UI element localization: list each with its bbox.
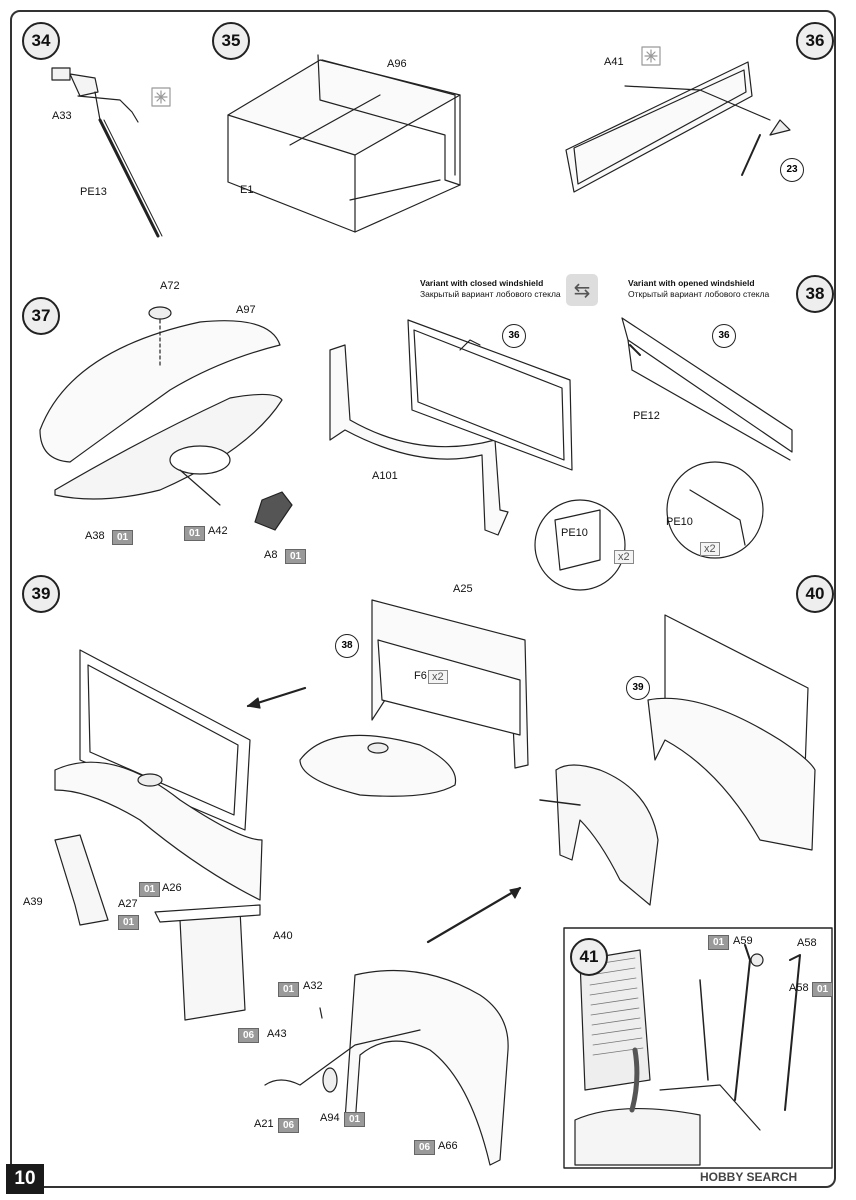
step-40-drawing xyxy=(426,614,816,944)
part-a26: A26 xyxy=(162,882,182,894)
part-pe12: PE12 xyxy=(633,410,660,422)
step-38-opened-drawing xyxy=(621,317,793,559)
bottom-panel-drawing xyxy=(264,969,509,1166)
color-code-a94: 01 xyxy=(344,1112,366,1127)
color-code-a59: 01 xyxy=(708,935,730,950)
part-a96: A96 xyxy=(387,58,407,70)
color-code-a8: 01 xyxy=(285,549,307,564)
color-code-a27: 01 xyxy=(139,882,161,897)
color-code-a42: 01 xyxy=(184,526,206,541)
part-a42: A42 xyxy=(208,525,228,537)
ref-step-36-opened: 36 xyxy=(712,324,736,348)
part-a72: A72 xyxy=(160,280,180,292)
color-code-a58: 01 xyxy=(812,982,834,997)
part-pe13: PE13 xyxy=(80,186,107,198)
step-36-badge: 36 xyxy=(796,22,834,60)
part-a8: A8 xyxy=(264,549,278,561)
part-a94: A94 xyxy=(320,1112,340,1124)
part-a101: A101 xyxy=(372,470,398,482)
part-a41: A41 xyxy=(604,56,624,68)
step-39-badge: 39 xyxy=(22,575,60,613)
pe10-multiplier: x2 xyxy=(614,550,634,564)
step-38-closed-drawing xyxy=(329,319,626,591)
color-code-a66: 06 xyxy=(414,1140,436,1155)
choice-icon: ⇆ xyxy=(566,274,598,306)
color-code-a38: 01 xyxy=(112,530,134,545)
pe10-opened-multiplier: x2 xyxy=(700,542,720,556)
part-a43: A43 xyxy=(267,1028,287,1040)
part-a66: A66 xyxy=(438,1140,458,1152)
variant-opened-title: Variant with opened windshield Открытый … xyxy=(628,278,769,300)
step-39-drawing xyxy=(54,649,307,1021)
variant-opened-ru: Открытый вариант лобового стекла xyxy=(628,289,770,299)
step-38-badge: 38 xyxy=(796,275,834,313)
step-34-badge: 34 xyxy=(22,22,60,60)
ref-step-23: 23 xyxy=(780,158,804,182)
variant-closed-title: Variant with closed windshield Закрытый … xyxy=(420,278,561,300)
part-a40: A40 xyxy=(273,930,293,942)
ref-step-38: 38 xyxy=(335,634,359,658)
color-code-a43: 06 xyxy=(238,1028,260,1043)
part-a58-top: A58 xyxy=(797,937,817,949)
step-34-drawing xyxy=(51,67,171,238)
part-a25: A25 xyxy=(453,583,473,595)
part-a33: A33 xyxy=(52,110,72,122)
step-37-badge: 37 xyxy=(22,297,60,335)
ref-step-39: 39 xyxy=(626,676,650,700)
variant-closed-ru: Закрытый вариант лобового стекла xyxy=(420,289,561,299)
part-a58-side: A58 xyxy=(789,982,809,994)
f6-multiplier: x2 xyxy=(428,670,448,684)
step-37-drawing xyxy=(39,306,293,531)
page-number: 10 xyxy=(6,1164,44,1194)
part-a21: A21 xyxy=(254,1118,274,1130)
part-a39: A39 xyxy=(23,896,43,908)
step-41-drawing xyxy=(563,927,833,1169)
part-pe10-opened: PE10 xyxy=(666,516,693,528)
part-a27: A27 xyxy=(118,898,138,910)
step-40-badge: 40 xyxy=(796,575,834,613)
part-f6: F6 xyxy=(414,670,427,682)
part-e1: E1 xyxy=(240,184,254,196)
variant-closed-en: Variant with closed windshield xyxy=(420,278,544,288)
ref-step-36-closed: 36 xyxy=(502,324,526,348)
color-code-a21: 06 xyxy=(278,1118,300,1133)
watermark: HOBBY SEARCH xyxy=(700,1170,798,1184)
page-frame xyxy=(10,10,836,1188)
part-a97: A97 xyxy=(236,304,256,316)
color-code-a32: 01 xyxy=(278,982,300,997)
variant-opened-en: Variant with opened windshield xyxy=(628,278,755,288)
part-pe10: PE10 xyxy=(561,527,588,539)
step-35-badge: 35 xyxy=(212,22,250,60)
color-code-a26: 01 xyxy=(118,915,140,930)
step-35-drawing xyxy=(227,54,461,233)
step-36-drawing xyxy=(565,46,791,193)
part-a59: A59 xyxy=(733,935,753,947)
step-41-badge: 41 xyxy=(570,938,608,976)
part-a38: A38 xyxy=(85,530,105,542)
step-39-upper-drawing xyxy=(299,599,529,797)
part-a32: A32 xyxy=(303,980,323,992)
